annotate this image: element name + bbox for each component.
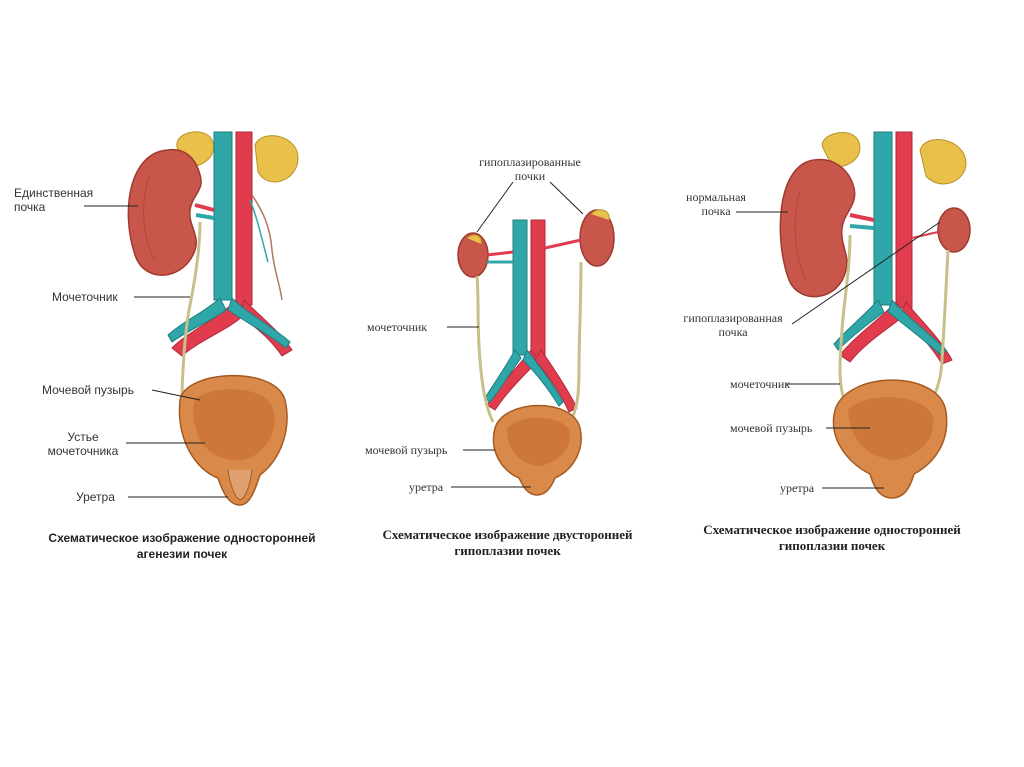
iliac-vein-left — [167, 297, 227, 343]
panel-bilateral-hypoplasia: гипоплазированные почки мочеточник мочев… — [355, 0, 660, 767]
ureter-left — [475, 275, 495, 423]
adrenal-gland-right — [254, 135, 299, 183]
ureter-left — [838, 234, 852, 401]
panel-unilateral-agenesis: Единственная почка Мочеточник Мочевой пу… — [0, 0, 360, 767]
illustration-bilateral-hypoplasia — [447, 181, 615, 496]
adrenal-gland-left — [821, 132, 861, 168]
hypoplastic-kidney — [937, 207, 971, 253]
label-normal-kidney: нормальная почка — [686, 190, 746, 218]
label-ureter: мочеточник — [730, 377, 791, 391]
iliac-artery-right — [534, 349, 578, 413]
label-urethra: уретра — [780, 481, 815, 495]
iliac-vein-right — [227, 297, 291, 349]
iliac-vein-right — [887, 299, 947, 357]
iliac-vein-right — [522, 349, 564, 407]
label-ureteral-orifice: Устье мочеточника — [47, 430, 119, 458]
aorta — [235, 131, 253, 306]
adrenal-gland-right — [919, 139, 967, 185]
iliac-vein-left — [484, 349, 522, 403]
vena-cava — [873, 131, 893, 306]
illustration-unilateral-agenesis — [84, 131, 299, 506]
caption-unilateral-hypoplasia: Схематическое изображение односторонней … — [703, 522, 961, 553]
normal-kidney — [779, 158, 856, 298]
label-bladder: мочевой пузырь — [730, 421, 813, 435]
aorta — [895, 131, 913, 309]
ureter — [180, 221, 202, 396]
single-kidney — [127, 148, 202, 276]
label-single-kidney: Единственная почка — [14, 186, 93, 214]
label-urethra: уретра — [409, 480, 444, 494]
illustration-unilateral-hypoplasia — [736, 131, 971, 499]
ureter-right — [926, 249, 950, 406]
vena-cava — [512, 219, 528, 356]
panel-unilateral-hypoplasia: нормальная почка гипоплазированная почка… — [664, 0, 1014, 767]
label-ureter: мочеточник — [367, 320, 428, 334]
label-single-kidney-text: Единственная почка — [14, 186, 94, 214]
label-bladder: мочевой пузырь — [365, 443, 448, 457]
caption-unilateral-agenesis: Схематическое изображение односторонней … — [48, 531, 316, 561]
iliac-artery-left — [486, 349, 540, 411]
caption-bilateral-hypoplasia: Схематическое изображение двусторонней г… — [382, 527, 633, 558]
label-bladder: Мочевой пузырь — [42, 383, 134, 397]
ureter-right — [568, 261, 583, 423]
label-urethra: Уретра — [76, 490, 115, 504]
iliac-artery-left — [839, 301, 905, 363]
iliac-vein-left — [833, 299, 885, 351]
label-hypoplastic-kidney: гипоплазированная почка — [683, 311, 783, 339]
vena-cava — [213, 131, 233, 301]
label-hypoplastic-kidneys: гипоплазированные почки — [479, 155, 581, 183]
aorta — [530, 219, 546, 356]
label-ureter: Мочеточник — [52, 290, 118, 304]
